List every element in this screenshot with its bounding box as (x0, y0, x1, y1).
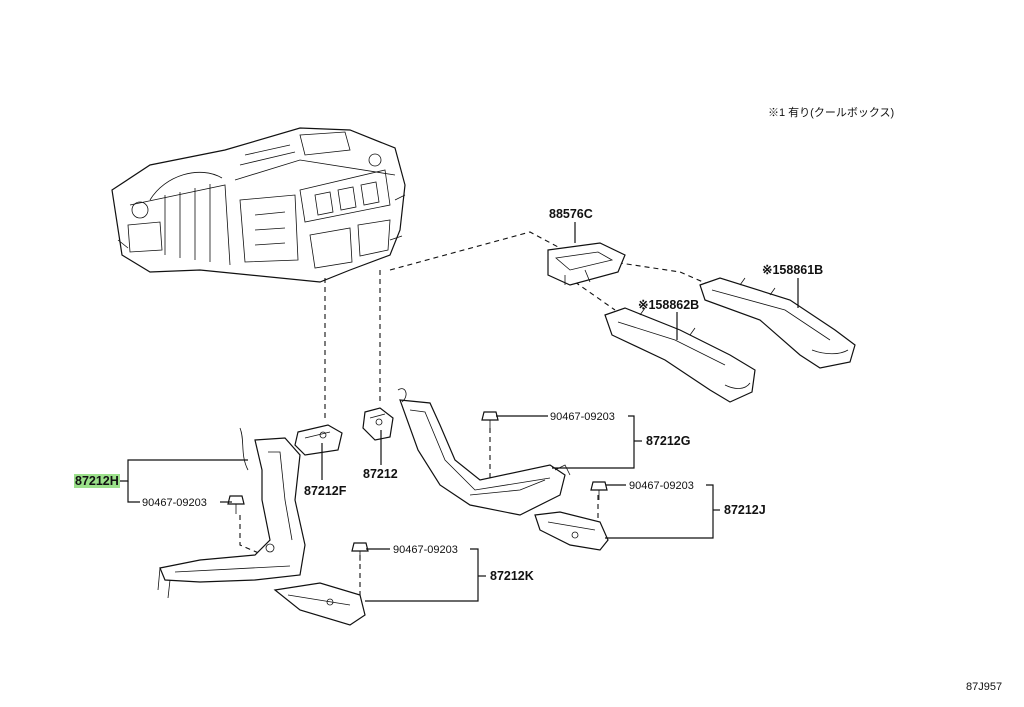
note-text: ※1 有り(クールボックス) (768, 107, 895, 119)
label-87212G[interactable]: 87212G (646, 434, 691, 448)
label-87212H[interactable]: 87212H (74, 474, 120, 488)
label-87212J[interactable]: 87212J (724, 503, 766, 517)
highlighted-part-number: 87212H (74, 474, 120, 488)
label-bolt-90467-09203-bottom[interactable]: 90467-09203 (393, 544, 458, 556)
part-87212J-illustration (534, 511, 609, 551)
part-87212G-illustration (397, 388, 571, 516)
part-58861B-illustration (699, 277, 856, 369)
part-88576C-illustration (547, 242, 626, 286)
hvac-unit-illustration (111, 127, 406, 283)
label-58862B[interactable]: ※158862B (638, 298, 700, 312)
label-87212F[interactable]: 87212F (304, 484, 347, 498)
label-87212[interactable]: 87212 (363, 467, 398, 481)
label-bolt-90467-09203-left[interactable]: 90467-09203 (142, 497, 207, 509)
label-bolt-90467-09203-top[interactable]: 90467-09203 (550, 411, 615, 423)
part-87212F-illustration (294, 424, 343, 456)
label-bolt-90467-09203-right[interactable]: 90467-09203 (629, 480, 694, 492)
part-87212H-illustration (157, 427, 306, 599)
diagram-id: 87J957 (966, 681, 1003, 693)
part-58862B-illustration (604, 307, 756, 403)
connection-lines (239, 231, 711, 600)
label-88576C[interactable]: 88576C (549, 207, 593, 221)
part-87212K-illustration (273, 582, 366, 626)
label-58861B[interactable]: ※158861B (762, 263, 824, 277)
part-87212-illustration (362, 407, 394, 441)
leader-lines (119, 222, 799, 602)
label-87212K[interactable]: 87212K (490, 569, 534, 583)
